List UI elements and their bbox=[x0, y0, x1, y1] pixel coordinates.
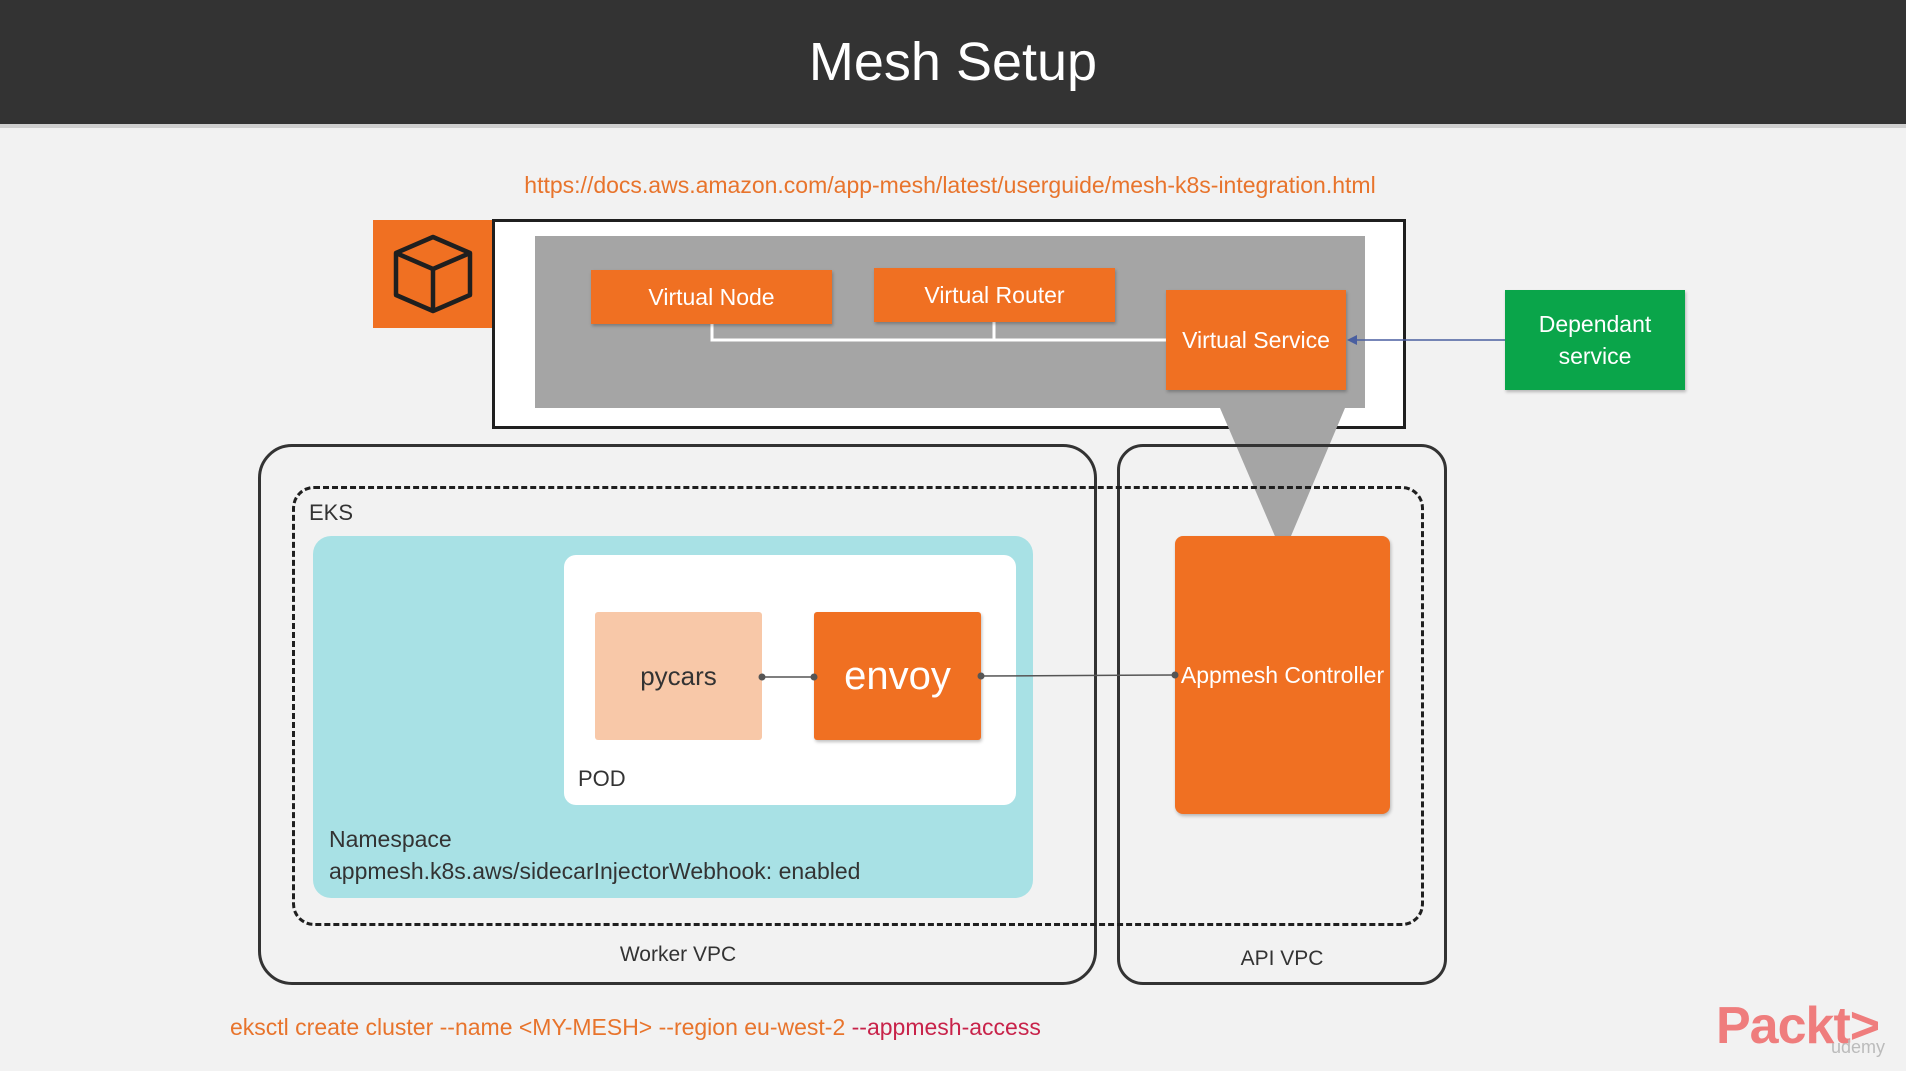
command-flag: --appmesh-access bbox=[851, 1014, 1041, 1040]
envoy-sidecar: envoy bbox=[814, 612, 981, 740]
udemy-watermark: udemy bbox=[1831, 1037, 1886, 1057]
virtual-router-box: Virtual Router bbox=[874, 268, 1115, 322]
virtual-node-box: Virtual Node bbox=[591, 270, 832, 324]
appmesh-controller-box: Appmesh Controller bbox=[1175, 536, 1390, 814]
worker-vpc-label: Worker VPC bbox=[619, 943, 737, 966]
pycars-container: pycars bbox=[595, 612, 762, 740]
eks-label: EKS bbox=[309, 500, 354, 525]
packt-logo: Packt> bbox=[1716, 997, 1880, 1055]
namespace-annotation: appmesh.k8s.aws/sidecarInjectorWebhook: … bbox=[329, 858, 861, 884]
cube-icon bbox=[373, 220, 493, 328]
eksctl-command: eksctl create cluster --name <MY-MESH> -… bbox=[230, 1014, 1041, 1041]
eks-cluster-boundary bbox=[292, 486, 1424, 926]
virtual-service-box: Virtual Service bbox=[1166, 290, 1346, 390]
api-vpc-boundary bbox=[1117, 444, 1447, 985]
namespace-label: Namespace bbox=[329, 826, 452, 852]
command-text: eksctl create cluster --name <MY-MESH> -… bbox=[230, 1014, 852, 1040]
api-vpc-label: API VPC bbox=[1240, 947, 1324, 970]
dependant-service-box: Dependant service bbox=[1505, 290, 1685, 390]
pod-label: POD bbox=[578, 766, 626, 791]
page-title: Mesh Setup bbox=[808, 32, 1098, 92]
header-bar bbox=[0, 0, 1906, 128]
documentation-link[interactable]: https://docs.aws.amazon.com/app-mesh/lat… bbox=[524, 172, 1376, 198]
worker-vpc-boundary bbox=[258, 444, 1097, 985]
